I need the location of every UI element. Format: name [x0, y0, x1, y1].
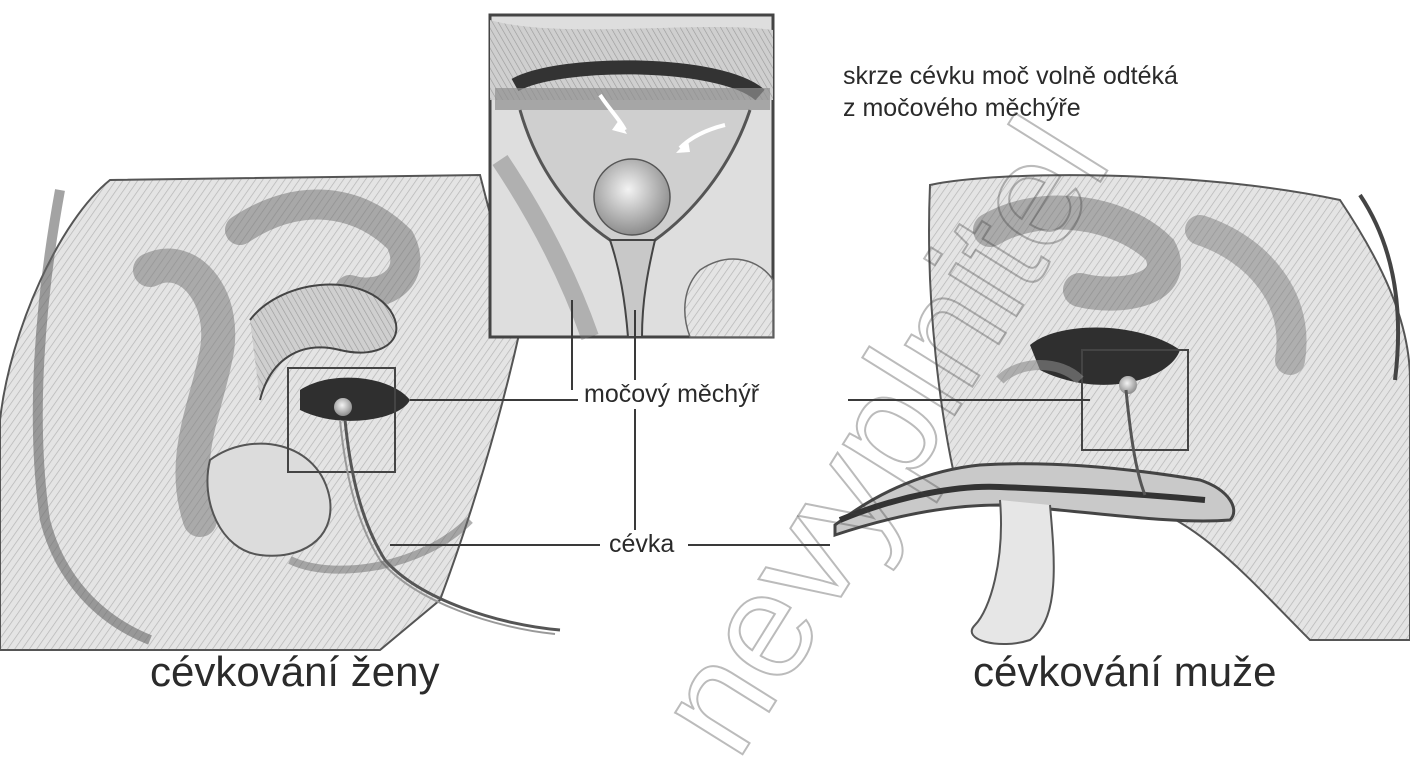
label-urethra: cévka: [605, 530, 678, 559]
title-male: cévkování muže: [973, 648, 1276, 696]
description-line-1: skrze cévku moč volně odtéká: [843, 60, 1178, 92]
title-female: cévkování ženy: [150, 648, 440, 696]
label-bladder: močový měchýř: [580, 380, 763, 409]
inset-bladder-zoom: [490, 15, 773, 337]
female-pelvis-illustration: [0, 175, 560, 650]
